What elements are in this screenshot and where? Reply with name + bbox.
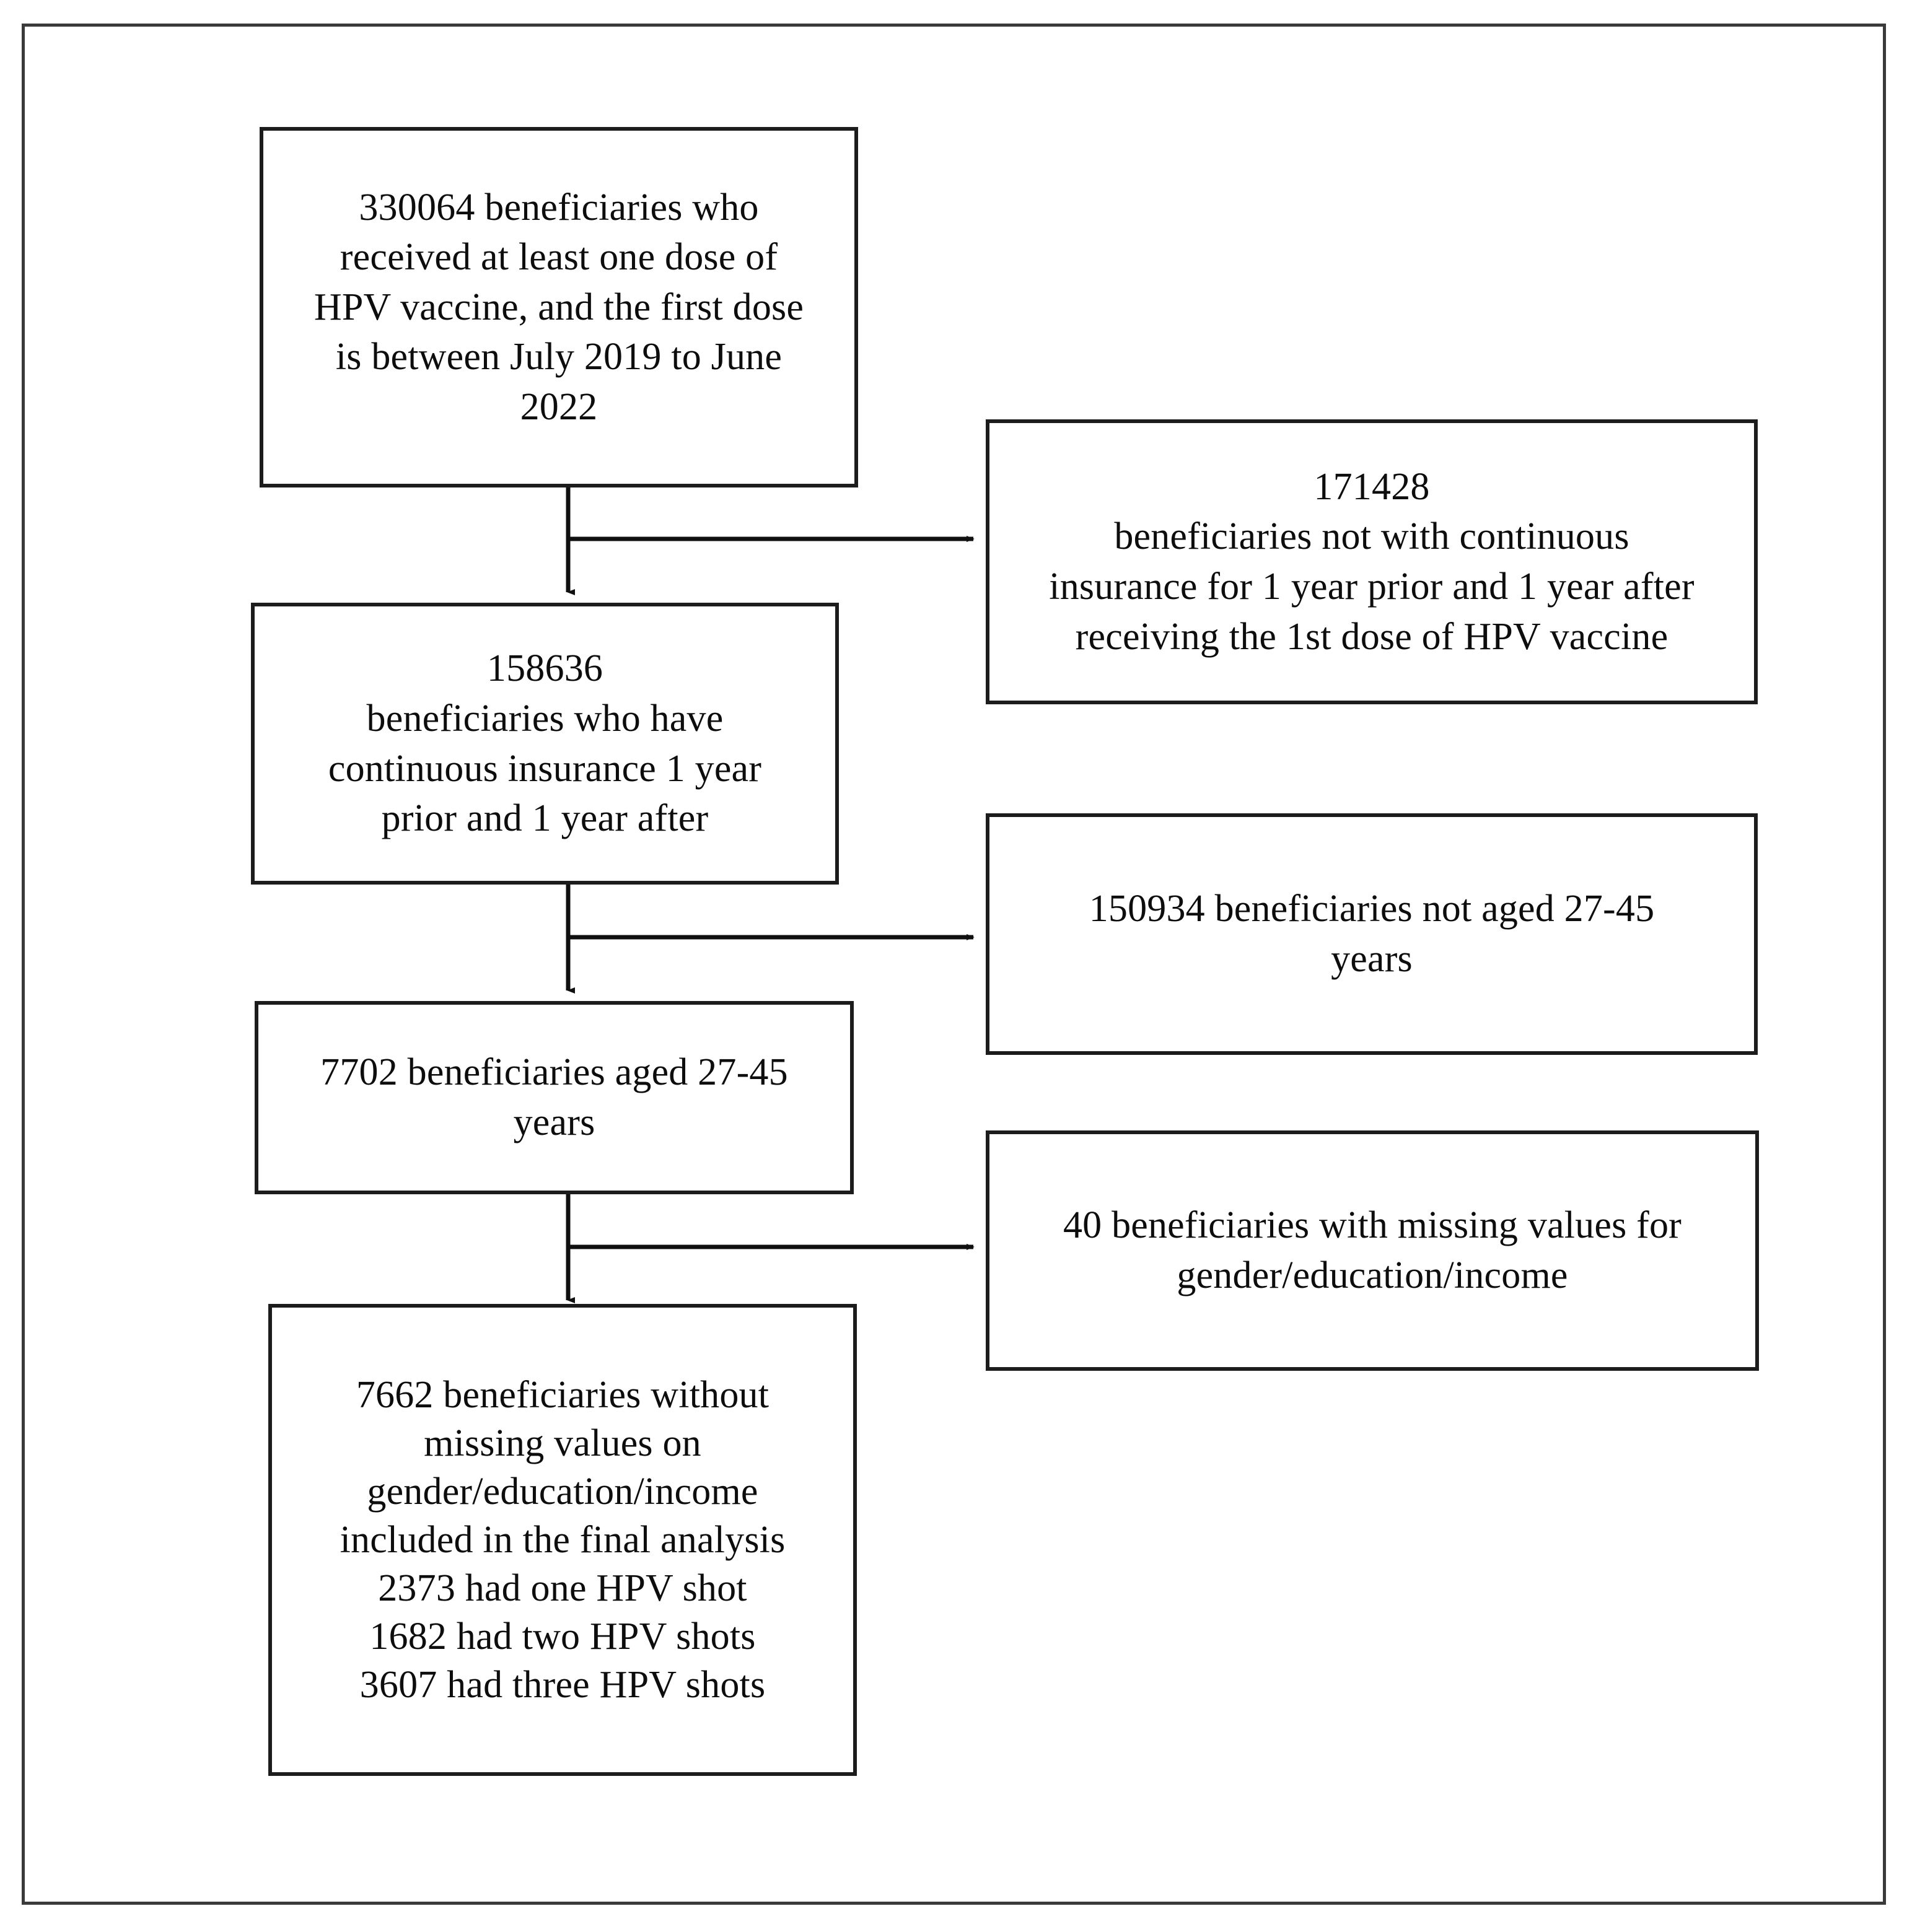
box-excluded-insurance[interactable]: 171428 beneficiaries not with continuous…: [986, 419, 1758, 704]
box-final-analysis-text: 7662 beneficiaries without missing value…: [340, 1373, 786, 1707]
box-aged-27-45[interactable]: 7702 beneficiaries aged 27-45 years: [255, 1001, 854, 1194]
box-excluded-insurance-text: 171428 beneficiaries not with continuous…: [1049, 465, 1695, 658]
box-excluded-missing[interactable]: 40 beneficiaries with missing values for…: [986, 1130, 1759, 1371]
connector-layer: [566, 487, 975, 1303]
box-initial-cohort[interactable]: 330064 beneficiaries who received at lea…: [260, 127, 858, 487]
box-initial-cohort-text: 330064 beneficiaries who received at lea…: [314, 186, 804, 428]
box-excluded-missing-text: 40 beneficiaries with missing values for…: [1063, 1204, 1682, 1296]
figure-outer-border: 330064 beneficiaries who received at lea…: [22, 24, 1886, 1905]
box-continuous-insurance-text: 158636 beneficiaries who have continuous…: [328, 647, 762, 840]
box-excluded-age[interactable]: 150934 beneficiaries not aged 27-45 year…: [986, 813, 1758, 1055]
box-excluded-age-text: 150934 beneficiaries not aged 27-45 year…: [1089, 888, 1655, 980]
box-aged-27-45-text: 7702 beneficiaries aged 27-45 years: [320, 1051, 788, 1143]
box-final-analysis[interactable]: 7662 beneficiaries without missing value…: [268, 1304, 857, 1776]
box-continuous-insurance[interactable]: 158636 beneficiaries who have continuous…: [251, 603, 839, 885]
